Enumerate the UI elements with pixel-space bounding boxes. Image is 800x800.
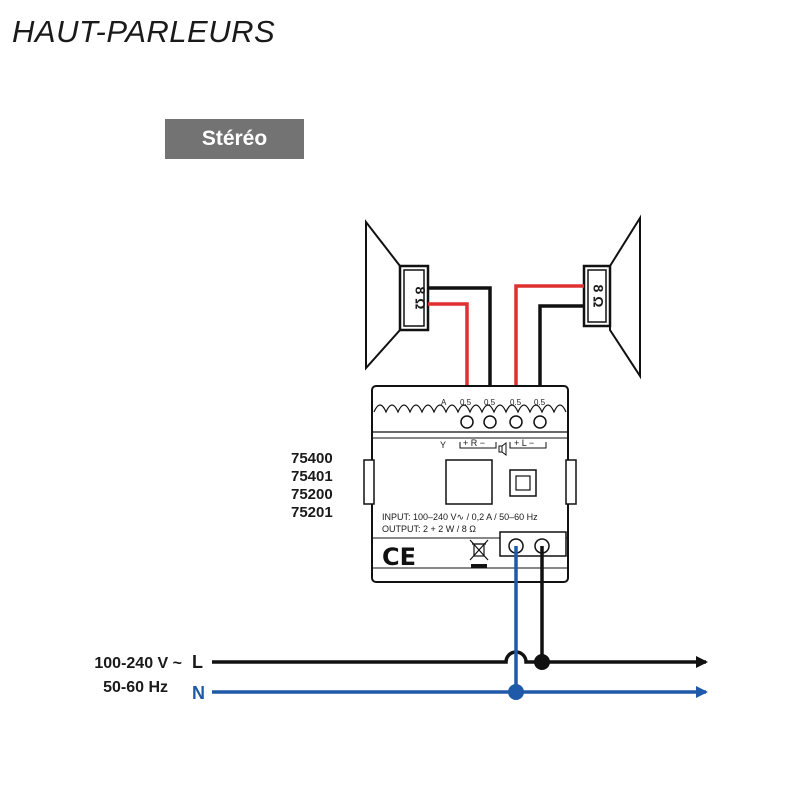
terminal-l-plus (509, 415, 523, 429)
left-speaker-impedance: 8 Ω (412, 287, 428, 310)
terminal-r-minus (483, 415, 497, 429)
terminal-label-1: 0.5 (460, 398, 472, 407)
module-reference-1: 75400 (291, 450, 333, 467)
supply-voltage: 100-240 V ~ (94, 655, 182, 672)
ce-mark-icon: CE (382, 543, 416, 571)
channel-l-label: + L − (514, 438, 534, 448)
line-junction-dot (534, 654, 550, 670)
output-spec: OUTPUT: 2 + 2 W / 8 Ω (382, 524, 476, 534)
terminal-label-a: A (441, 398, 447, 407)
module-reference-2: 75401 (291, 468, 333, 485)
left-speaker-icon: 8 Ω (365, 219, 430, 371)
supply-wires (212, 546, 708, 698)
module-reference-4: 75201 (291, 504, 333, 521)
right-speaker-icon: 8 Ω (582, 214, 641, 380)
terminal-l-minus (533, 415, 547, 429)
module-display-window (445, 459, 493, 505)
terminal-label-2: 0.5 (484, 398, 496, 407)
left-speaker-black-wire (428, 286, 492, 428)
module-button-inner (515, 475, 531, 491)
line-label: L (192, 652, 203, 672)
neutral-label: N (192, 683, 205, 703)
weee-bin-icon (469, 539, 489, 568)
stereo-mode-badge: Stéréo (165, 119, 304, 159)
amplifier-module: A 0.5 0.5 0.5 0.5 Y + R − + L − INPUT: 1… (363, 385, 577, 583)
right-speaker-impedance: 8 Ω (590, 285, 606, 308)
channel-r-label: + R − (463, 438, 485, 448)
neutral-junction-dot (508, 684, 524, 700)
supply-frequency: 50-60 Hz (103, 679, 168, 696)
channel-y-label: Y (440, 440, 446, 450)
terminal-label-4: 0.5 (534, 398, 546, 407)
speaker-symbol-icon (498, 442, 507, 456)
module-reference-3: 75200 (291, 486, 333, 503)
page-title: HAUT-PARLEURS (12, 14, 276, 49)
right-speaker-red-wire (514, 284, 584, 428)
input-spec: INPUT: 100–240 V∿ / 0,2 A / 50–60 Hz (382, 512, 538, 522)
terminal-label-3: 0.5 (510, 398, 522, 407)
line-wire (212, 650, 708, 668)
terminal-r-plus (460, 415, 474, 429)
